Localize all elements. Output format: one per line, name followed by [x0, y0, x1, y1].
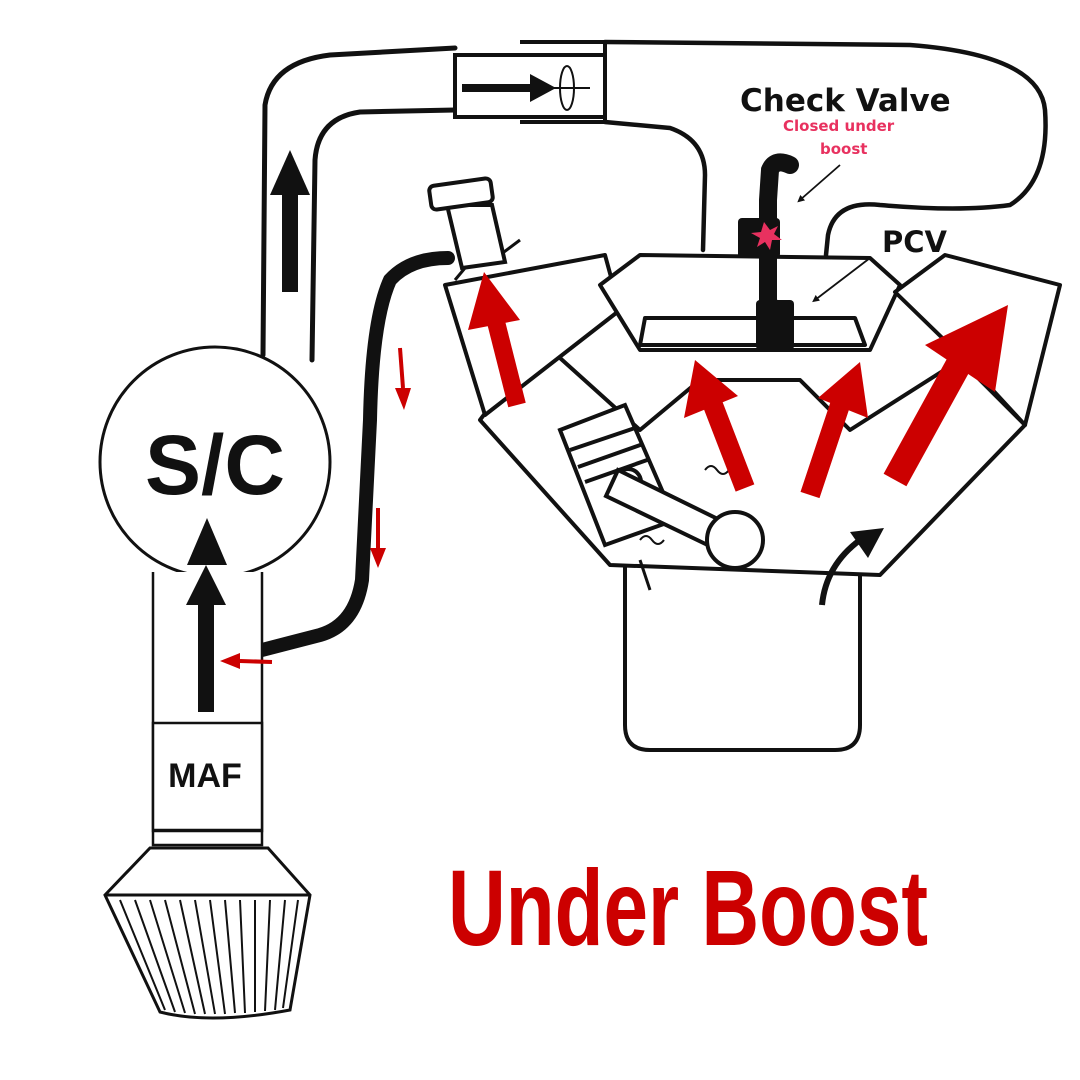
flow-arrow-red: [220, 653, 273, 669]
flow-arrow-red: [395, 347, 411, 410]
crankshaft: [705, 510, 765, 570]
flow-arrow-red: [883, 305, 1008, 487]
throttle-body: [453, 40, 607, 124]
flow-arrow-black: [270, 150, 310, 292]
supercharger-label: S/C: [145, 418, 285, 512]
flow-arrow-red: [800, 362, 868, 499]
check-valve-marker: [751, 222, 782, 250]
flow-arrow-black: [186, 565, 226, 712]
flow-arrow-black: [819, 528, 884, 606]
intake-tube: [260, 45, 458, 363]
check-valve-label: Check Valve: [740, 83, 951, 119]
maf-label: MAF: [168, 757, 242, 795]
boost-label: boost: [820, 140, 867, 158]
pcv-valve: [756, 300, 794, 350]
check-valve-hose: [738, 153, 799, 350]
breather-hose: [255, 251, 455, 657]
oil-pan: [623, 558, 862, 752]
manifold-feed-tube: [602, 39, 1048, 258]
blow-by-specks: [639, 465, 730, 545]
throttle-body-icon: [548, 65, 590, 111]
flow-arrow-red: [370, 508, 386, 568]
piston-icon: [557, 402, 765, 570]
label-pointers: [797, 164, 871, 303]
flow-arrow-red: [468, 272, 526, 408]
flow-arrow-black: [187, 518, 227, 565]
closed-under-label: Closed under: [783, 117, 895, 135]
pcv-label: PCV: [882, 225, 948, 259]
oil-filler-cap: [427, 176, 508, 271]
air-filter-icon: [103, 846, 312, 1020]
page-title: Under Boost: [448, 847, 928, 968]
flow-arrow-red: [684, 360, 755, 492]
